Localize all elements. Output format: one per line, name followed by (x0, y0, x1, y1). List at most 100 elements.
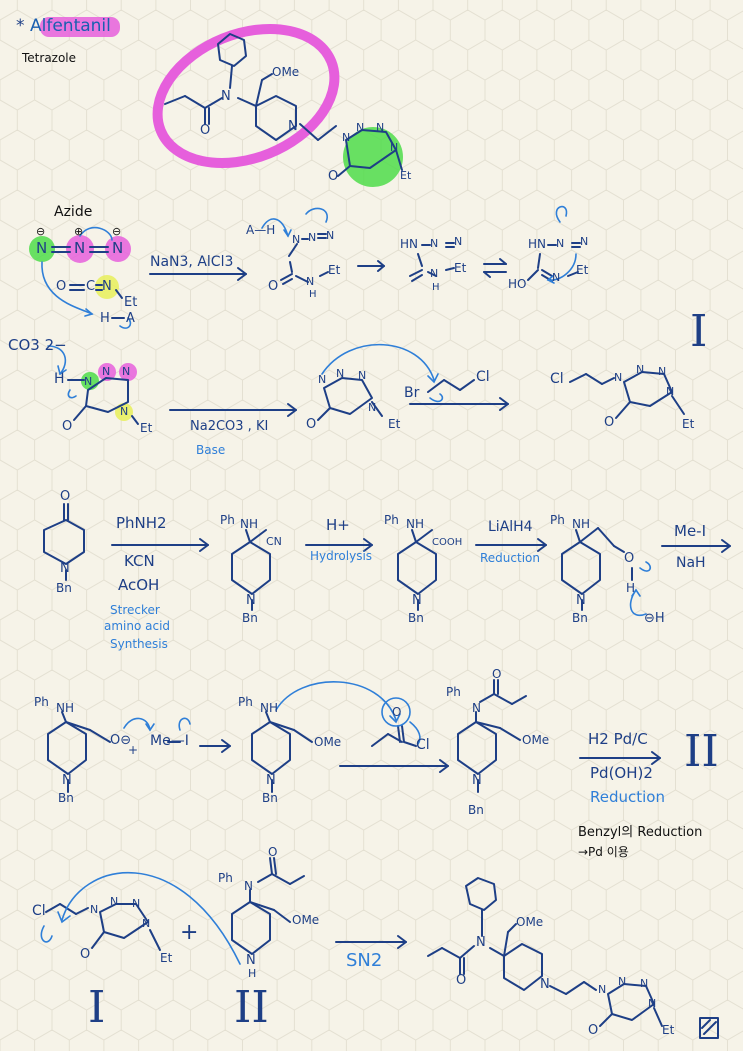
s3-int3-nh: NH (572, 517, 590, 531)
s3-note-3: Synthesis (110, 637, 168, 651)
s3-int2-bn: Bn (408, 611, 424, 625)
s4-int-n: N (266, 773, 276, 788)
s3-int3-ph: Ph (550, 513, 565, 527)
s5-b-pipn: N (246, 953, 256, 968)
product-n1: N (614, 371, 623, 384)
top-pip-n: N (288, 119, 298, 134)
s5-reagent: SN2 (346, 950, 383, 971)
s5-b-h: H (248, 967, 257, 980)
s3-sm-o: O (60, 489, 71, 504)
sm-n4: N (120, 405, 129, 418)
s5-a-cl: Cl (32, 903, 46, 919)
s3-int3-hydride: ⊖H (644, 611, 665, 626)
s3-int1-bn: Bn (242, 611, 258, 625)
s3-note-1: Strecker (110, 603, 160, 617)
s3-int3-n: N (576, 593, 586, 608)
s3-int2-nh: NH (406, 517, 424, 531)
section1-bonds (51, 233, 581, 319)
alkylator-br: Br (404, 385, 420, 401)
int3-n2: N (580, 235, 589, 248)
s4-sm-ph: Ph (34, 695, 49, 709)
s5-p-et: Et (662, 1023, 675, 1037)
s3-int3-bn: Bn (572, 611, 588, 625)
s4-prod-ph: Ph (446, 685, 461, 699)
s4-sm-oxide: O⊖ (110, 733, 132, 748)
s4-sm-bn: Bn (58, 791, 74, 805)
s4-int-ph: Ph (238, 695, 253, 709)
int2-h: H (432, 282, 440, 293)
acid-a: A (126, 311, 135, 326)
anion-o: O (306, 417, 317, 432)
s4-int-ome: OMe (314, 735, 342, 749)
s3-step1-acoh: AcOH (118, 576, 160, 594)
int3-hn: HN (528, 237, 546, 251)
s5-p-o: O (456, 973, 467, 988)
top-ome: OMe (272, 65, 300, 79)
acid-h: H (100, 311, 110, 326)
section3-bonds (43, 503, 731, 611)
azide-n3: N (112, 239, 124, 257)
product-o: O (604, 415, 615, 430)
highlight-circle-green (343, 127, 403, 187)
product-n2: N (636, 363, 645, 376)
s5-a-o: O (80, 947, 91, 962)
s4-prod-ome: OMe (522, 733, 550, 747)
s4-int-bn: Bn (262, 791, 278, 805)
isocyanate-n: N (102, 279, 112, 294)
top-tz-n4: N (390, 141, 399, 154)
s4-prod-bn: Bn (468, 803, 484, 817)
s5-plus: + (180, 920, 199, 945)
s3-step1-kcn: KCN (124, 552, 155, 570)
s3-int2-n: N (412, 593, 422, 608)
sm-et: Et (140, 421, 153, 435)
top-tz-o: O (328, 169, 339, 184)
s4-step-below: Reduction (590, 788, 665, 806)
note-benzyl: Benzyl의 Reduction (578, 825, 703, 840)
s3-int3-o: O (624, 551, 635, 566)
azide-charge3: ⊖ (112, 225, 122, 238)
sm-n1: N (84, 375, 93, 388)
azide-n2: N (74, 239, 86, 257)
s5-p-n1: N (598, 983, 607, 996)
s5-a-n1: N (90, 903, 99, 916)
int2-n1: N (430, 237, 439, 250)
top-tz-et: Et (400, 169, 412, 182)
s3-step2-above: H+ (326, 516, 350, 534)
s4-prod-n: N (472, 701, 481, 715)
s5-a-n2: N (110, 895, 119, 908)
page-title: Alfentanil (30, 16, 111, 36)
int1-n: N (306, 275, 315, 288)
s3-step4-above: Me-I (674, 522, 707, 540)
top-tz-n1: N (342, 131, 351, 144)
title-highlight (40, 17, 120, 37)
anion-n3: N (358, 369, 367, 382)
s4-sm-nh: NH (56, 701, 74, 715)
reagent-base: Base (196, 443, 226, 457)
alkylator-cl: Cl (476, 369, 490, 385)
int1-h: H (309, 289, 317, 300)
azide-highlights (29, 235, 131, 299)
s4-int-nh: NH (260, 701, 278, 715)
s5-p-pipn: N (540, 977, 550, 992)
s3-step4-below: NaH (676, 555, 706, 571)
isocyanate-et: Et (124, 295, 138, 310)
section5-bonds (45, 857, 719, 1039)
azide-label: Azide (54, 204, 93, 220)
s3-note-2: amino acid (104, 619, 171, 633)
label-I: I (88, 982, 106, 1033)
reagent-na2co3: Na2CO3 , KI (190, 419, 269, 434)
s5-b-ph: Ph (218, 871, 233, 885)
s4-step-above: H2 Pd/C (588, 730, 648, 748)
top-tz-n2: N (356, 121, 365, 134)
int1-n3: N (326, 229, 335, 242)
title-star: * (16, 16, 25, 36)
s5-a-et: Et (160, 951, 173, 965)
int2-n3: N (430, 267, 439, 280)
int2-hn: HN (400, 237, 418, 251)
s4-acyl-o: O (392, 705, 402, 719)
isocyanate-c: C (86, 279, 96, 294)
s3-int1-ph: Ph (220, 513, 235, 527)
label-II: II (234, 982, 269, 1033)
s4-prod-pipn: N (472, 773, 482, 788)
